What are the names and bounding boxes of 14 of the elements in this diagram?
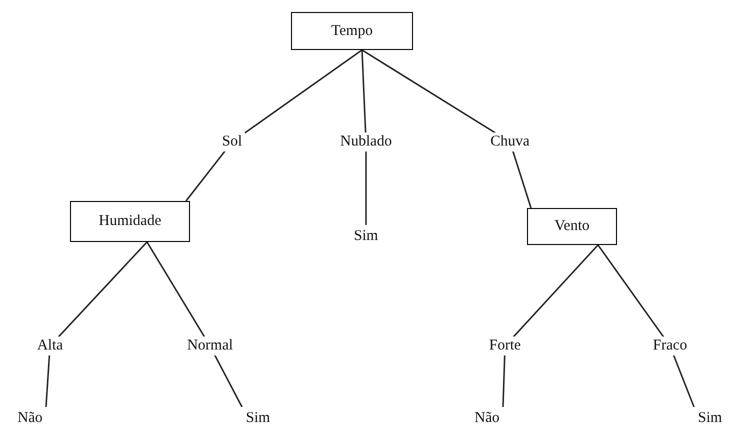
node-label: Tempo — [331, 22, 373, 40]
node-label: Humidade — [98, 213, 162, 230]
connector-line — [502, 244, 599, 408]
connector-line — [361, 50, 367, 225]
edge-label: Alta — [34, 336, 66, 356]
connector-line — [362, 49, 532, 208]
decision-box — [70, 201, 190, 242]
decision-box — [291, 12, 413, 50]
connector-line — [45, 241, 148, 408]
decision-box — [527, 208, 617, 245]
node-label: Vento — [554, 218, 590, 235]
connector-line — [597, 244, 695, 408]
connector-line — [185, 49, 362, 202]
connector-line — [146, 242, 243, 408]
